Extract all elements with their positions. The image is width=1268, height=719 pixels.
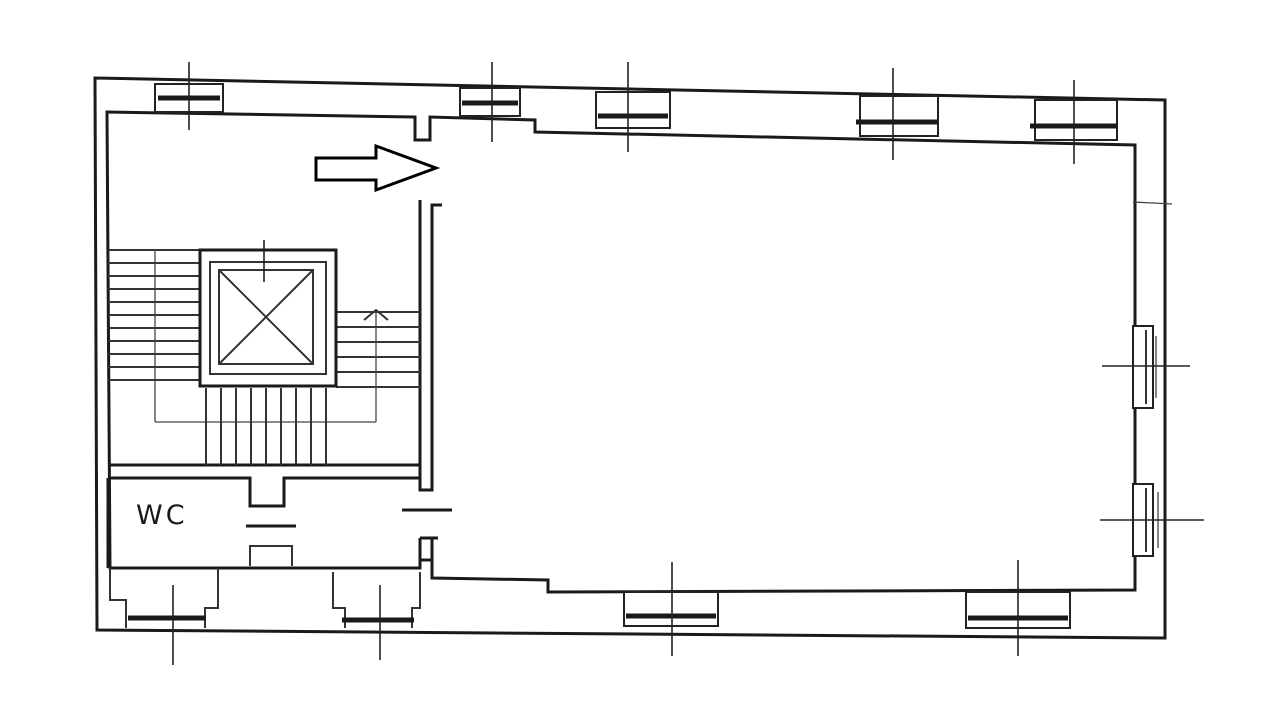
bottom-window-2: [332, 572, 421, 660]
right-window-1: [1102, 325, 1190, 409]
bottom-window-1: [109, 568, 219, 665]
wc-room-label: WC: [136, 500, 188, 531]
partition-wall: [402, 200, 452, 578]
outer-walls: [93, 76, 1167, 640]
entrance-arrow-icon: [314, 143, 441, 193]
top-window-4: [856, 68, 939, 160]
wc-room: [106, 476, 420, 568]
top-window-3: [595, 62, 671, 152]
bottom-window-3: [623, 562, 719, 656]
staircase: [108, 249, 420, 467]
bottom-window-4: [965, 560, 1071, 656]
right-window-2: [1100, 483, 1204, 557]
top-window-5: [1030, 80, 1118, 164]
top-window-1: [154, 62, 224, 130]
elevator-shaft: [198, 240, 338, 388]
top-window-2: [459, 62, 521, 142]
right-wall-tick: [1132, 201, 1173, 205]
